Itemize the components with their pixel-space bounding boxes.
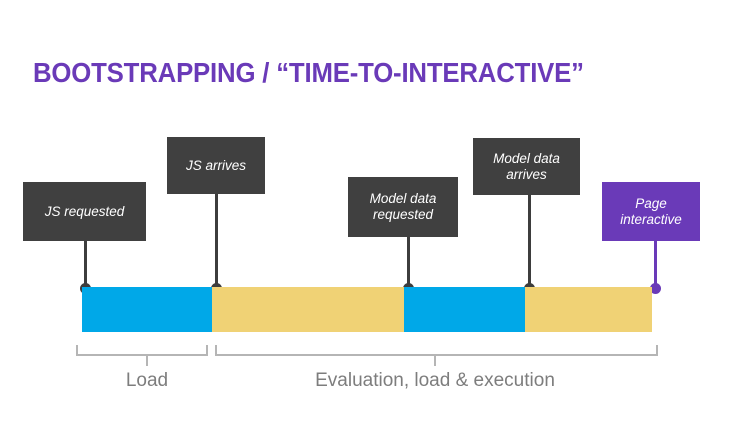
label-text-js-arrives: JS arrives [185, 157, 246, 173]
label-box-js-arrives[interactable]: JS arrives [167, 137, 265, 194]
bracket-tick-load [146, 355, 148, 366]
timeline-segment-js-evaluation [212, 287, 404, 332]
label-box-page-interactive[interactable]: Page interactive [602, 182, 700, 241]
marker-stem-js-requested [84, 241, 87, 291]
label-box-js-requested[interactable]: JS requested [23, 182, 146, 241]
marker-stem-page-interactive [654, 241, 657, 291]
label-box-model-data-arrives[interactable]: Model data arrives [473, 138, 580, 195]
phase-bracket-evaluation-load-execution [215, 345, 658, 356]
label-text-js-requested: JS requested [44, 203, 125, 219]
label-text-page-interactive: Page interactive [620, 195, 682, 227]
timeline-bar [82, 287, 652, 332]
bracket-top-line [78, 354, 206, 356]
timeline-segment-load-request [82, 287, 212, 332]
marker-stem-model-data-requested [407, 237, 410, 291]
bracket-top-line [217, 354, 656, 356]
label-box-model-data-requested[interactable]: Model data requested [348, 177, 458, 237]
timeline-segment-model-data-execution [525, 287, 652, 332]
timeline-segment-model-data-fetch [404, 287, 525, 332]
phase-bracket-load [76, 345, 208, 356]
label-text-model-data-requested: Model data requested [369, 191, 437, 222]
marker-stem-js-arrives [215, 193, 218, 291]
label-text-model-data-arrives: Model data arrives [493, 150, 560, 182]
bracket-tick-evaluation-load-execution [434, 355, 436, 366]
phase-caption-evaluation-load-execution: Evaluation, load & execution [315, 370, 555, 391]
phase-caption-load: Load [125, 370, 169, 391]
page-title: BOOTSTRAPPING / “TIME-TO-INTERACTIVE” [33, 57, 584, 88]
marker-stem-model-data-arrives [528, 195, 531, 291]
marker-dot-page-interactive[interactable] [650, 283, 661, 294]
